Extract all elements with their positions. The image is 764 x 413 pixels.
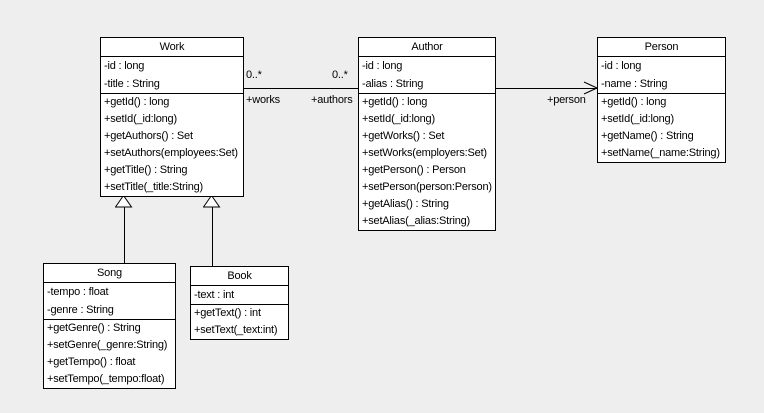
- method-row: +setName(_name:String): [601, 147, 720, 159]
- method-row: +getTitle() : String: [104, 164, 188, 176]
- class-work[interactable]: Work -id : long -title : String +getId() …: [100, 37, 244, 197]
- method-row: +setTempo(_tempo:float): [47, 373, 165, 385]
- attribute-row: -text : int: [194, 289, 234, 301]
- attributes-compartment: -id : long -name : String: [598, 57, 725, 94]
- class-author[interactable]: Author -id : long -alias : String +getId(…: [358, 37, 496, 231]
- class-song[interactable]: Song -tempo : float -genre : String +getG…: [43, 263, 176, 389]
- attributes-compartment: -id : long -alias : String: [359, 57, 495, 94]
- method-row: +getId() : long: [104, 96, 170, 108]
- method-row: +getWorks() : Set: [362, 130, 445, 142]
- method-row: +setTitle(_title:String): [104, 181, 204, 193]
- generalization-book-work[interactable]: [212, 207, 213, 266]
- method-row: +getId() : long: [601, 96, 667, 108]
- attribute-row: -tempo : float: [47, 286, 109, 298]
- method-row: +getId() : long: [362, 96, 428, 108]
- attribute-row: -title : String: [104, 78, 160, 90]
- association-work-author[interactable]: [244, 88, 358, 89]
- attributes-compartment: -tempo : float -genre : String: [44, 283, 175, 320]
- class-book[interactable]: Book -text : int +getText() : int +setTex…: [190, 266, 289, 340]
- attribute-row: -id : long: [104, 60, 145, 72]
- class-title: Work: [101, 38, 243, 57]
- role-label-person[interactable]: +person: [547, 94, 586, 106]
- method-row: +setId(_id:long): [601, 113, 674, 125]
- generalization-song-work[interactable]: [124, 207, 125, 263]
- open-arrowhead-icon: [583, 81, 598, 95]
- methods-compartment: +getId() : long +setId(_id:long) +getName(…: [598, 94, 725, 162]
- methods-compartment: +getGenre() : String +setGenre(_genre:Str…: [44, 320, 175, 388]
- method-row: +getAuthors() : Set: [104, 130, 193, 142]
- class-title: Author: [359, 38, 495, 57]
- methods-compartment: +getText() : int +setText(_text:int): [191, 305, 288, 339]
- methods-compartment: +getId() : long +setId(_id:long) +getAutho…: [101, 94, 243, 196]
- multiplicity-label-work-end[interactable]: 0..*: [246, 69, 262, 81]
- method-row: +setWorks(employers:Set): [362, 147, 487, 159]
- attribute-row: -id : long: [601, 60, 642, 72]
- method-row: +getAlias() : String: [362, 198, 449, 210]
- class-title: Person: [598, 38, 725, 57]
- attributes-compartment: -id : long -title : String: [101, 57, 243, 94]
- method-row: +setId(_id:long): [362, 113, 435, 125]
- class-title: Book: [191, 267, 288, 286]
- multiplicity-label-author-end[interactable]: 0..*: [332, 69, 348, 81]
- association-author-person[interactable]: [496, 88, 597, 89]
- generalization-triangle-icon: [115, 195, 133, 208]
- method-row: +setPerson(person:Person): [362, 181, 492, 193]
- method-row: +setAuthors(employees:Set): [104, 147, 238, 159]
- attribute-row: -alias : String: [362, 78, 424, 90]
- method-row: +getTempo() : float: [47, 356, 136, 368]
- method-row: +setText(_text:int): [194, 324, 278, 336]
- method-row: +getPerson() : Person: [362, 164, 466, 176]
- role-label-authors[interactable]: +authors: [311, 94, 353, 106]
- method-row: +setId(_id:long): [104, 113, 177, 125]
- class-person[interactable]: Person -id : long -name : String +getId()…: [597, 37, 726, 163]
- method-row: +getGenre() : String: [47, 322, 141, 334]
- attributes-compartment: -text : int: [191, 286, 288, 305]
- attribute-row: -id : long: [362, 60, 403, 72]
- method-row: +getName() : String: [601, 130, 694, 142]
- methods-compartment: +getId() : long +setId(_id:long) +getWorks…: [359, 94, 495, 230]
- method-row: +setGenre(_genre:String): [47, 339, 168, 351]
- role-label-works[interactable]: +works: [246, 94, 280, 106]
- attribute-row: -genre : String: [47, 304, 114, 316]
- method-row: +setAlias(_alias:String): [362, 215, 470, 227]
- generalization-triangle-icon: [203, 195, 221, 208]
- attribute-row: -name : String: [601, 78, 668, 90]
- method-row: +getText() : int: [194, 307, 261, 319]
- class-title: Song: [44, 264, 175, 283]
